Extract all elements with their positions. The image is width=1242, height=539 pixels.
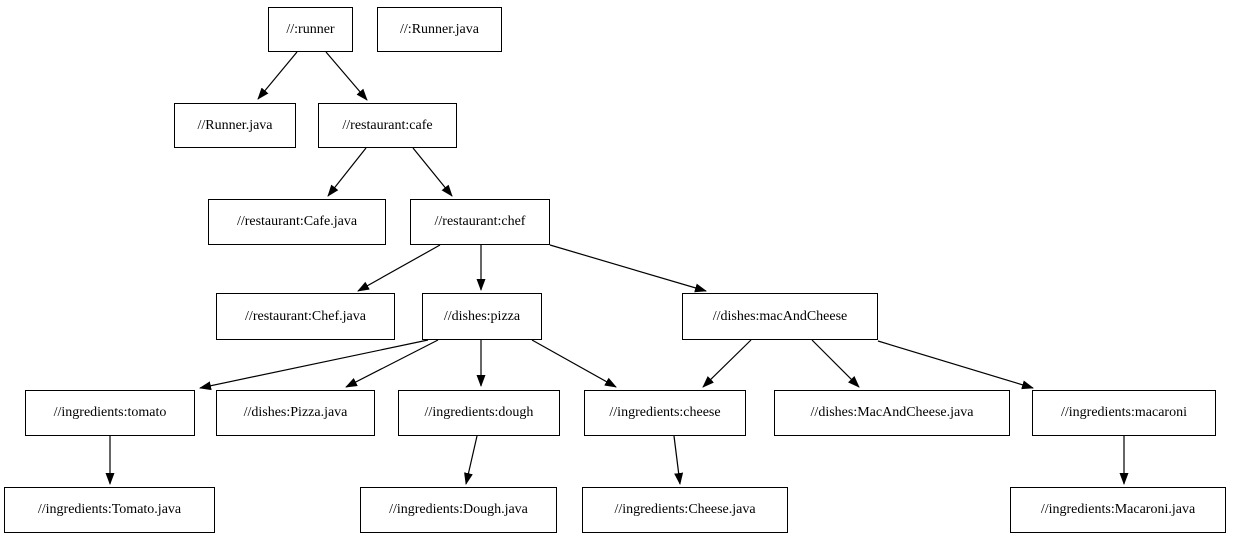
edge-cheese-to-cheese-java <box>673 435 684 485</box>
edge-mac-and-cheese-to-mac-and-cheese-java <box>811 339 860 388</box>
node-tomato-java: //ingredients:Tomato.java <box>4 487 215 533</box>
node-chef: //restaurant:chef <box>410 199 550 245</box>
edge-pizza-to-cheese <box>531 339 617 388</box>
node-macaroni-java: //ingredients:Macaroni.java <box>1010 487 1226 533</box>
node-tomato: //ingredients:tomato <box>25 390 195 436</box>
edge-runner-to-cafe <box>325 51 368 101</box>
node-runner: //:runner <box>268 7 353 52</box>
node-cheese-java: //ingredients:Cheese.java <box>582 487 788 533</box>
node-pizza: //dishes:pizza <box>422 293 542 340</box>
edge-dough-to-dough-java <box>464 435 478 485</box>
node-cheese: //ingredients:cheese <box>584 390 746 436</box>
edge-pizza-to-pizza-java <box>345 339 439 388</box>
node-mac-and-cheese-java: //dishes:MacAndCheese.java <box>774 390 1010 436</box>
edge-mac-and-cheese-to-macaroni <box>877 340 1034 390</box>
node-pizza-java: //dishes:Pizza.java <box>216 390 375 436</box>
edge-runner-to-runner-java <box>257 51 298 100</box>
edge-chef-to-chef-java <box>357 244 441 292</box>
node-mac-and-cheese: //dishes:macAndCheese <box>682 293 878 340</box>
node-runner-java: //Runner.java <box>174 103 296 148</box>
edge-cafe-to-chef <box>412 147 453 197</box>
edge-cafe-to-cafe-java <box>327 147 367 197</box>
node-dough-java: //ingredients:Dough.java <box>360 487 557 533</box>
node-cafe-java: //restaurant:Cafe.java <box>208 199 386 245</box>
node-runner-java-root: //:Runner.java <box>377 7 502 52</box>
edge-chef-to-mac-and-cheese <box>549 244 707 293</box>
edge-pizza-to-tomato <box>199 339 429 391</box>
node-macaroni: //ingredients:macaroni <box>1032 390 1216 436</box>
edge-mac-and-cheese-to-cheese <box>702 339 752 388</box>
node-chef-java: //restaurant:Chef.java <box>216 293 395 340</box>
node-cafe: //restaurant:cafe <box>318 103 457 148</box>
node-dough: //ingredients:dough <box>398 390 560 436</box>
